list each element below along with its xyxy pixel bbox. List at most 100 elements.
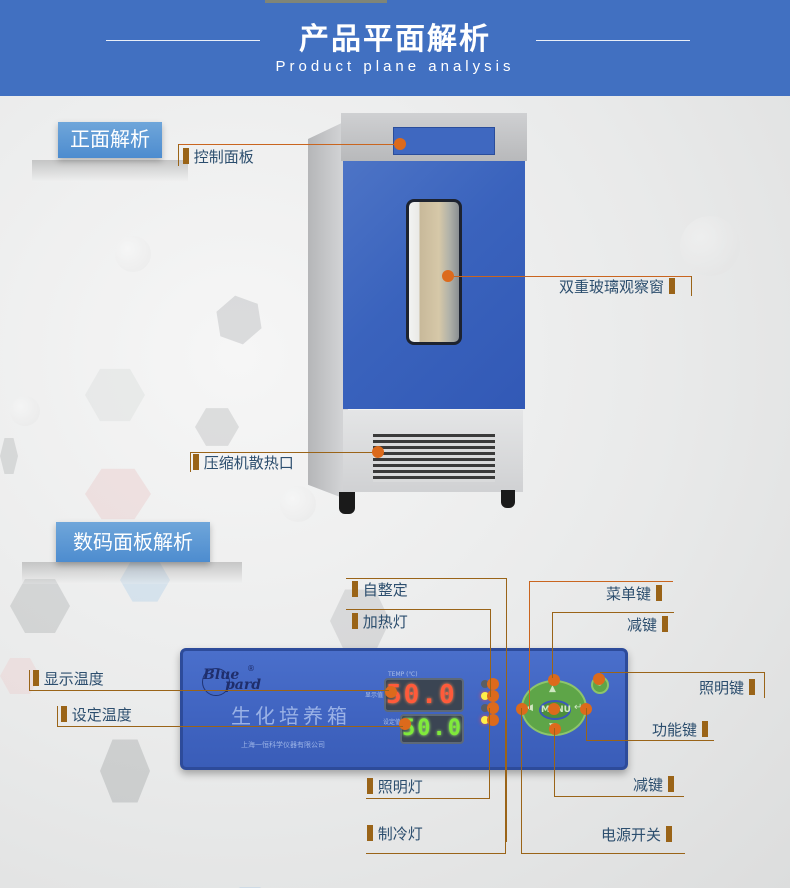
- label-marker-icon: [667, 776, 674, 792]
- marker-set-temp: [399, 718, 411, 730]
- callout-lighting-lamp: 照明灯: [367, 777, 423, 797]
- callout-lighting-key: 照明键: [699, 678, 755, 698]
- connector-function-key: [586, 740, 714, 741]
- connector-heating-drop: [490, 609, 491, 697]
- connector-display-temp-tick: [29, 670, 30, 690]
- callout-display-temp-text: 显示温度: [43, 670, 104, 688]
- connector-decrease-top: [552, 612, 674, 613]
- marker-heating: [487, 690, 499, 702]
- callout-decrease-key-bottom-text: 减键: [633, 776, 664, 794]
- label-marker-icon: [367, 778, 373, 794]
- brand-logo-bottom: pard: [225, 677, 262, 693]
- page-subtitle: Product plane analysis: [275, 58, 515, 75]
- callout-power-switch-text: 电源开关: [601, 826, 662, 844]
- label-marker-icon: [655, 585, 662, 601]
- connector-control-panel: [178, 144, 400, 145]
- connector-lighting-drop: [489, 708, 490, 798]
- connector-heating: [346, 609, 490, 610]
- label-marker-icon: [748, 679, 755, 695]
- cooling-led: [481, 716, 489, 724]
- connector-light-key-tick: [764, 672, 765, 698]
- marker-observation-window: [442, 270, 454, 282]
- callout-power-switch: 电源开关: [601, 825, 672, 845]
- callout-set-temp-text: 设定温度: [71, 706, 132, 724]
- label-marker-icon: [661, 616, 668, 632]
- brand-logo-circle: [202, 668, 230, 696]
- incubator-illustration: [305, 110, 530, 520]
- section-tag-shadow: [22, 562, 242, 584]
- callout-heating-lamp-text: 加热灯: [362, 613, 408, 631]
- vent-grille: [373, 434, 495, 482]
- callout-control-panel-text: 控制面板: [193, 148, 254, 166]
- molecule-background: [0, 96, 790, 888]
- callout-self-tuning-text: 自整定: [362, 581, 408, 599]
- callout-function-key-text: 功能键: [652, 721, 698, 739]
- connector-set-temp-tick: [57, 706, 58, 726]
- label-marker-icon: [668, 278, 675, 294]
- callout-decrease-key-top-text: 减键: [627, 616, 658, 634]
- connector-display-temp: [29, 690, 389, 691]
- display-caption: 显示值: [365, 692, 384, 699]
- callout-decrease-key-bottom: 减键: [633, 775, 674, 795]
- panel-company-name: 上海一恒科学仪器有限公司: [241, 741, 325, 749]
- up-key-icon[interactable]: ▲: [549, 684, 556, 694]
- connector-decrease-bottom: [554, 796, 684, 797]
- connector-lighting: [366, 798, 490, 799]
- marker-self-tuning: [487, 678, 499, 690]
- callout-lighting-key-text: 照明键: [699, 679, 745, 697]
- callout-function-key: 功能键: [652, 720, 708, 740]
- connector-cooling: [366, 853, 506, 854]
- heating-led: [481, 692, 489, 700]
- panel-product-name: 生化培养箱: [231, 704, 351, 728]
- marker-left-key: [516, 703, 528, 715]
- connector-function-drop: [586, 708, 587, 740]
- callout-cooling-lamp: 制冷灯: [367, 824, 423, 844]
- display-temperature-readout: 50.0: [384, 678, 464, 712]
- connector-decrease-bottom-drop: [554, 728, 555, 796]
- connector-power-drop: [521, 708, 522, 854]
- observation-window: [406, 199, 462, 345]
- connector-light-key: [600, 672, 764, 673]
- callout-cooling-lamp-text: 制冷灯: [377, 825, 423, 843]
- connector-self-tuning: [346, 578, 506, 579]
- cabinet-foot-right: [501, 490, 515, 508]
- callout-set-temp: 设定温度: [61, 705, 132, 725]
- label-marker-icon: [367, 825, 373, 841]
- lighting-led: [481, 704, 489, 712]
- callout-decrease-key-top: 减键: [627, 615, 668, 635]
- section-tag-panel: 数码面板解析: [56, 522, 210, 562]
- callout-menu-key-text: 菜单键: [606, 585, 652, 603]
- header-divider-left: [106, 40, 260, 41]
- connector-cooling-drop: [505, 720, 506, 854]
- self-tuning-led: [481, 680, 489, 688]
- callout-heating-lamp: 加热灯: [352, 612, 408, 632]
- label-marker-icon: [352, 581, 358, 597]
- registered-mark: ®: [247, 664, 255, 673]
- connector-compressor-vent: [190, 452, 378, 453]
- page-header: [0, 0, 790, 96]
- connector-self-tuning-drop: [506, 578, 507, 842]
- connector-power: [521, 853, 685, 854]
- cabinet-side: [308, 120, 348, 500]
- connector-menu-key-h: [529, 581, 673, 582]
- marker-light-key: [593, 673, 605, 685]
- brand-logo-top: Blue: [203, 667, 240, 683]
- marker-up-key: [548, 674, 560, 686]
- marker-lighting: [487, 702, 499, 714]
- callout-control-panel: 控制面板: [183, 147, 254, 167]
- connector-set-temp: [57, 726, 403, 727]
- set-temperature-readout: 50.0: [400, 714, 464, 744]
- connector-compressor-vent-tick: [190, 452, 191, 472]
- callout-compressor-vent-text: 压缩机散热口: [203, 454, 294, 472]
- connector-control-panel-tick: [178, 144, 179, 166]
- callout-display-temp: 显示温度: [33, 669, 104, 689]
- label-marker-icon: [183, 148, 189, 164]
- enter-key-icon[interactable]: ↵: [574, 702, 583, 713]
- connector-menu-key-v: [529, 581, 530, 709]
- label-marker-icon: [193, 454, 199, 470]
- callout-self-tuning: 自整定: [352, 580, 408, 600]
- marker-cooling: [487, 714, 499, 726]
- header-top-strip: [265, 0, 387, 3]
- page-title: 产品平面解析: [299, 22, 491, 57]
- callout-observation-window-text: 双重玻璃观察窗: [559, 278, 665, 296]
